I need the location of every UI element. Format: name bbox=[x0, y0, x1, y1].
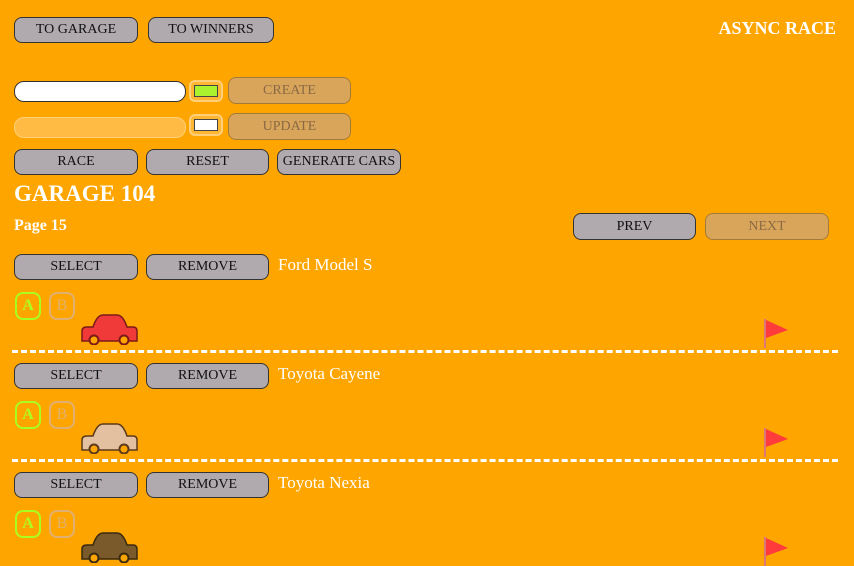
to-winners-button[interactable]: TO WINNERS bbox=[148, 17, 274, 43]
update-name-input[interactable] bbox=[14, 117, 186, 138]
reset-button[interactable]: RESET bbox=[146, 149, 269, 175]
car-icon bbox=[81, 314, 138, 345]
car-icon bbox=[81, 532, 138, 563]
prev-button[interactable]: PREV bbox=[573, 213, 696, 240]
create-color-picker[interactable] bbox=[189, 80, 223, 102]
select-car-button[interactable]: SELECT bbox=[14, 472, 138, 498]
update-button[interactable]: UPDATE bbox=[228, 113, 351, 140]
start-engine-button[interactable]: A bbox=[15, 510, 41, 538]
finish-flag-icon bbox=[764, 428, 788, 457]
remove-car-button[interactable]: REMOVE bbox=[146, 363, 269, 389]
create-color-swatch bbox=[194, 85, 218, 97]
track-divider bbox=[12, 459, 838, 462]
remove-car-button[interactable]: REMOVE bbox=[146, 254, 269, 280]
track-divider bbox=[12, 350, 838, 353]
page-number: Page 15 bbox=[14, 217, 67, 234]
create-button[interactable]: CREATE bbox=[228, 77, 351, 104]
car-name: Ford Model S bbox=[278, 255, 373, 274]
car-icon bbox=[81, 423, 138, 454]
stop-engine-button[interactable]: B bbox=[49, 292, 75, 320]
select-car-button[interactable]: SELECT bbox=[14, 254, 138, 280]
stop-engine-button[interactable]: B bbox=[49, 401, 75, 429]
race-button[interactable]: RACE bbox=[14, 149, 138, 175]
start-engine-button[interactable]: A bbox=[15, 292, 41, 320]
create-name-input[interactable] bbox=[14, 81, 186, 102]
start-engine-button[interactable]: A bbox=[15, 401, 41, 429]
generate-cars-button[interactable]: GENERATE CARS bbox=[277, 149, 401, 175]
app-title: ASYNC RACE bbox=[718, 18, 836, 38]
stop-engine-button[interactable]: B bbox=[49, 510, 75, 538]
car-name: Toyota Cayene bbox=[278, 364, 381, 383]
to-garage-button[interactable]: TO GARAGE bbox=[14, 17, 138, 43]
remove-car-button[interactable]: REMOVE bbox=[146, 472, 269, 498]
select-car-button[interactable]: SELECT bbox=[14, 363, 138, 389]
finish-flag-icon bbox=[764, 319, 788, 348]
finish-flag-icon bbox=[764, 537, 788, 566]
update-color-swatch bbox=[194, 119, 218, 131]
next-button[interactable]: NEXT bbox=[705, 213, 829, 240]
car-name: Toyota Nexia bbox=[278, 473, 370, 492]
update-color-picker[interactable] bbox=[189, 114, 223, 136]
garage-title: GARAGE 104 bbox=[14, 181, 156, 206]
